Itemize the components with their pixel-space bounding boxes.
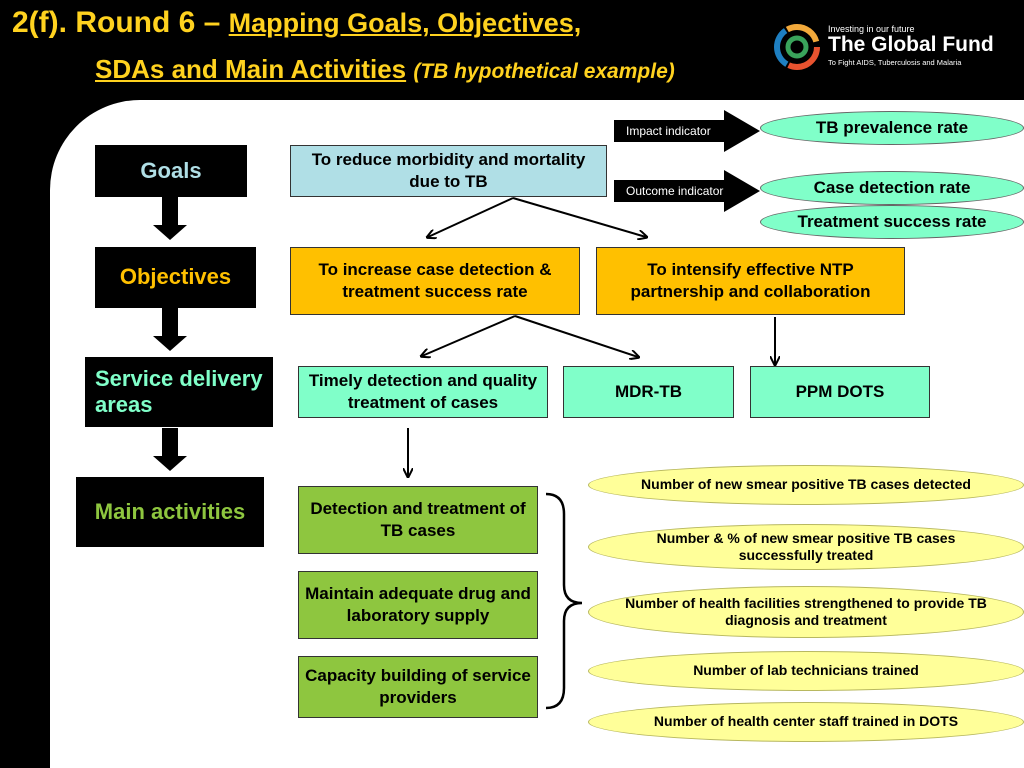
output-indicator-3: Number of health facilities strengthened… bbox=[588, 586, 1024, 638]
global-fund-emblem-icon bbox=[774, 24, 820, 70]
outcome-indicator-label: Outcome indicator bbox=[626, 184, 724, 198]
global-fund-logo: Investing in our future The Global Fund … bbox=[772, 22, 1012, 72]
title-underlined-1: Mapping Goals, Objectives, bbox=[228, 8, 582, 38]
sda-box-timely-detection: Timely detection and quality treatment o… bbox=[298, 366, 548, 418]
activity-box-2: Maintain adequate drug and laboratory su… bbox=[298, 571, 538, 639]
logo-subtitle: To Fight AIDS, Tuberculosis and Malaria bbox=[828, 58, 962, 67]
category-flow-arrows bbox=[153, 197, 187, 471]
category-main-activities: Main activities bbox=[76, 477, 264, 547]
outcome-indicator-treatment-success: Treatment success rate bbox=[760, 205, 1024, 239]
sda-box-mdr-tb: MDR-TB bbox=[563, 366, 734, 418]
activity-box-3: Capacity building of service providers bbox=[298, 656, 538, 718]
indicator-arrows bbox=[614, 110, 760, 212]
goal-to-objective-arrows bbox=[428, 197, 646, 237]
output-indicator-2: Number & % of new smear positive TB case… bbox=[588, 524, 1024, 570]
objective-to-sda-arrows bbox=[408, 315, 775, 476]
sda-box-ppm-dots: PPM DOTS bbox=[750, 366, 930, 418]
category-service-delivery-areas: Service delivery areas bbox=[85, 357, 273, 427]
impact-indicator-tb-prevalence: TB prevalence rate bbox=[760, 111, 1024, 145]
goal-box: To reduce morbidity and mortality due to… bbox=[290, 145, 607, 197]
impact-indicator-label: Impact indicator bbox=[626, 124, 711, 138]
title-underlined-2: SDAs and Main Activities bbox=[95, 54, 407, 84]
objective-box-1: To increase case detection & treatment s… bbox=[290, 247, 580, 315]
title-prefix: 2(f). Round 6 – bbox=[12, 6, 229, 39]
page-title-line2: SDAs and Main Activities (TB hypothetica… bbox=[95, 54, 675, 85]
logo-tagline: Investing in our future bbox=[828, 24, 915, 34]
output-indicator-4: Number of lab technicians trained bbox=[588, 651, 1024, 691]
category-objectives: Objectives bbox=[95, 247, 256, 308]
page-title-line1: 2(f). Round 6 – Mapping Goals, Objective… bbox=[12, 6, 581, 40]
output-indicator-5: Number of health center staff trained in… bbox=[588, 702, 1024, 742]
title-example-note: (TB hypothetical example) bbox=[413, 60, 675, 83]
output-indicator-1: Number of new smear positive TB cases de… bbox=[588, 465, 1024, 505]
outcome-indicator-case-detection: Case detection rate bbox=[760, 171, 1024, 205]
activity-box-1: Detection and treatment of TB cases bbox=[298, 486, 538, 554]
category-goals: Goals bbox=[95, 145, 247, 197]
activities-brace bbox=[545, 492, 583, 710]
logo-name: The Global Fund bbox=[828, 33, 994, 56]
objective-box-2: To intensify effective NTP partnership a… bbox=[596, 247, 905, 315]
